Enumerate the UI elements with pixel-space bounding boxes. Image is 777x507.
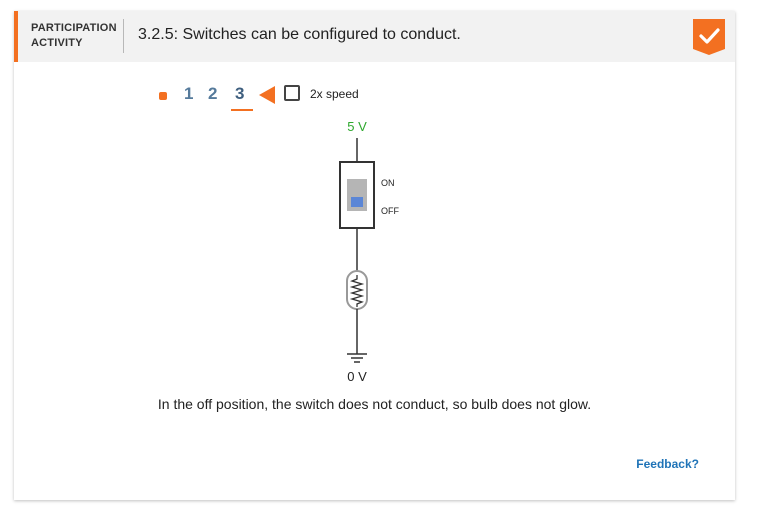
feedback-link[interactable]: Feedback? <box>636 457 699 471</box>
speed-checkbox[interactable] <box>284 85 300 101</box>
circuit-diagram: 5 V ON OFF 0 V <box>339 119 399 384</box>
ground-voltage-label: 0 V <box>347 369 367 384</box>
switch-knob[interactable] <box>351 197 363 207</box>
activity-type-line2: ACTIVITY <box>31 37 83 49</box>
bulb-filament <box>349 275 365 307</box>
step-caption: In the off position, the switch does not… <box>157 396 592 412</box>
participation-activity-card: PARTICIPATION ACTIVITY 3.2.5: Switches c… <box>14 11 735 500</box>
current-step-indicator <box>231 109 253 111</box>
activity-header: PARTICIPATION ACTIVITY 3.2.5: Switches c… <box>14 11 735 62</box>
switch-off-label: OFF <box>381 206 399 216</box>
switch-on-label: ON <box>381 178 395 188</box>
activity-title: 3.2.5: Switches can be configured to con… <box>138 26 461 43</box>
step-3-button[interactable]: 3 <box>235 84 245 103</box>
square-start-icon[interactable] <box>159 92 167 100</box>
speed-label: 2x speed <box>310 87 359 101</box>
activity-type-line1: PARTICIPATION <box>31 22 117 34</box>
step-2-button[interactable]: 2 <box>208 84 218 103</box>
supply-voltage-label: 5 V <box>347 119 367 134</box>
header-divider <box>123 19 124 53</box>
animation-controls: 1 2 3 2x speed <box>159 84 419 111</box>
activity-type-label: PARTICIPATION ACTIVITY <box>31 21 121 51</box>
check-icon <box>693 19 725 55</box>
play-reverse-triangle-icon[interactable] <box>259 86 275 104</box>
step-1-button[interactable]: 1 <box>184 84 194 103</box>
